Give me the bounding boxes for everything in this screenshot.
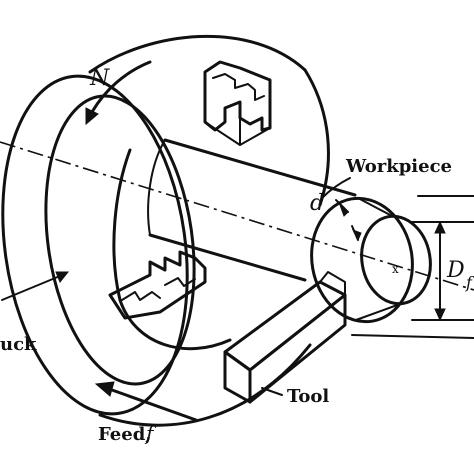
workpiece-top-edge: [163, 138, 357, 197]
jaw-top: [203, 60, 272, 146]
jaw-bottom: [108, 250, 207, 320]
feed-arrow: [94, 381, 198, 422]
chuck-front-rim: [1, 74, 189, 416]
rotation-symbol: N: [89, 66, 110, 91]
chuck-front-face: [44, 94, 196, 386]
chuck-label: uck: [0, 334, 37, 355]
chuck-top-edge: [88, 34, 307, 74]
rotation-arrow: [85, 60, 152, 126]
chuck: [1, 34, 330, 427]
diameter-subscript: f: [465, 273, 474, 292]
feed-label: Feed,: [98, 424, 152, 445]
depth-of-cut-dimension: [335, 199, 362, 242]
workpiece-end-face: [360, 214, 432, 306]
workpiece-bottom-edge: [148, 233, 307, 282]
tool-pointer: [261, 387, 283, 396]
tool-label: Tool: [287, 386, 329, 407]
tool-top-face: [223, 280, 347, 372]
tool-side-face: [248, 293, 347, 404]
spindle-centerline: [0, 141, 474, 291]
workpiece-label: Workpiece: [345, 156, 452, 177]
axis-mark: x: [392, 262, 399, 276]
chuck-pointer: [1, 271, 70, 301]
chuck-bore-ring: [112, 148, 232, 351]
workpiece-pointer: [321, 177, 351, 199]
cutting-tool: [223, 271, 347, 404]
diameter-dimension: [351, 195, 474, 339]
chuck-rear-rim: [303, 68, 330, 207]
tool-front-face: [223, 350, 252, 404]
workpiece-left-end: [147, 139, 166, 236]
workpiece-shoulder: [310, 196, 414, 324]
workpiece: [147, 138, 432, 324]
diameter-symbol: D: [446, 258, 465, 283]
depth-symbol: d: [310, 191, 324, 216]
